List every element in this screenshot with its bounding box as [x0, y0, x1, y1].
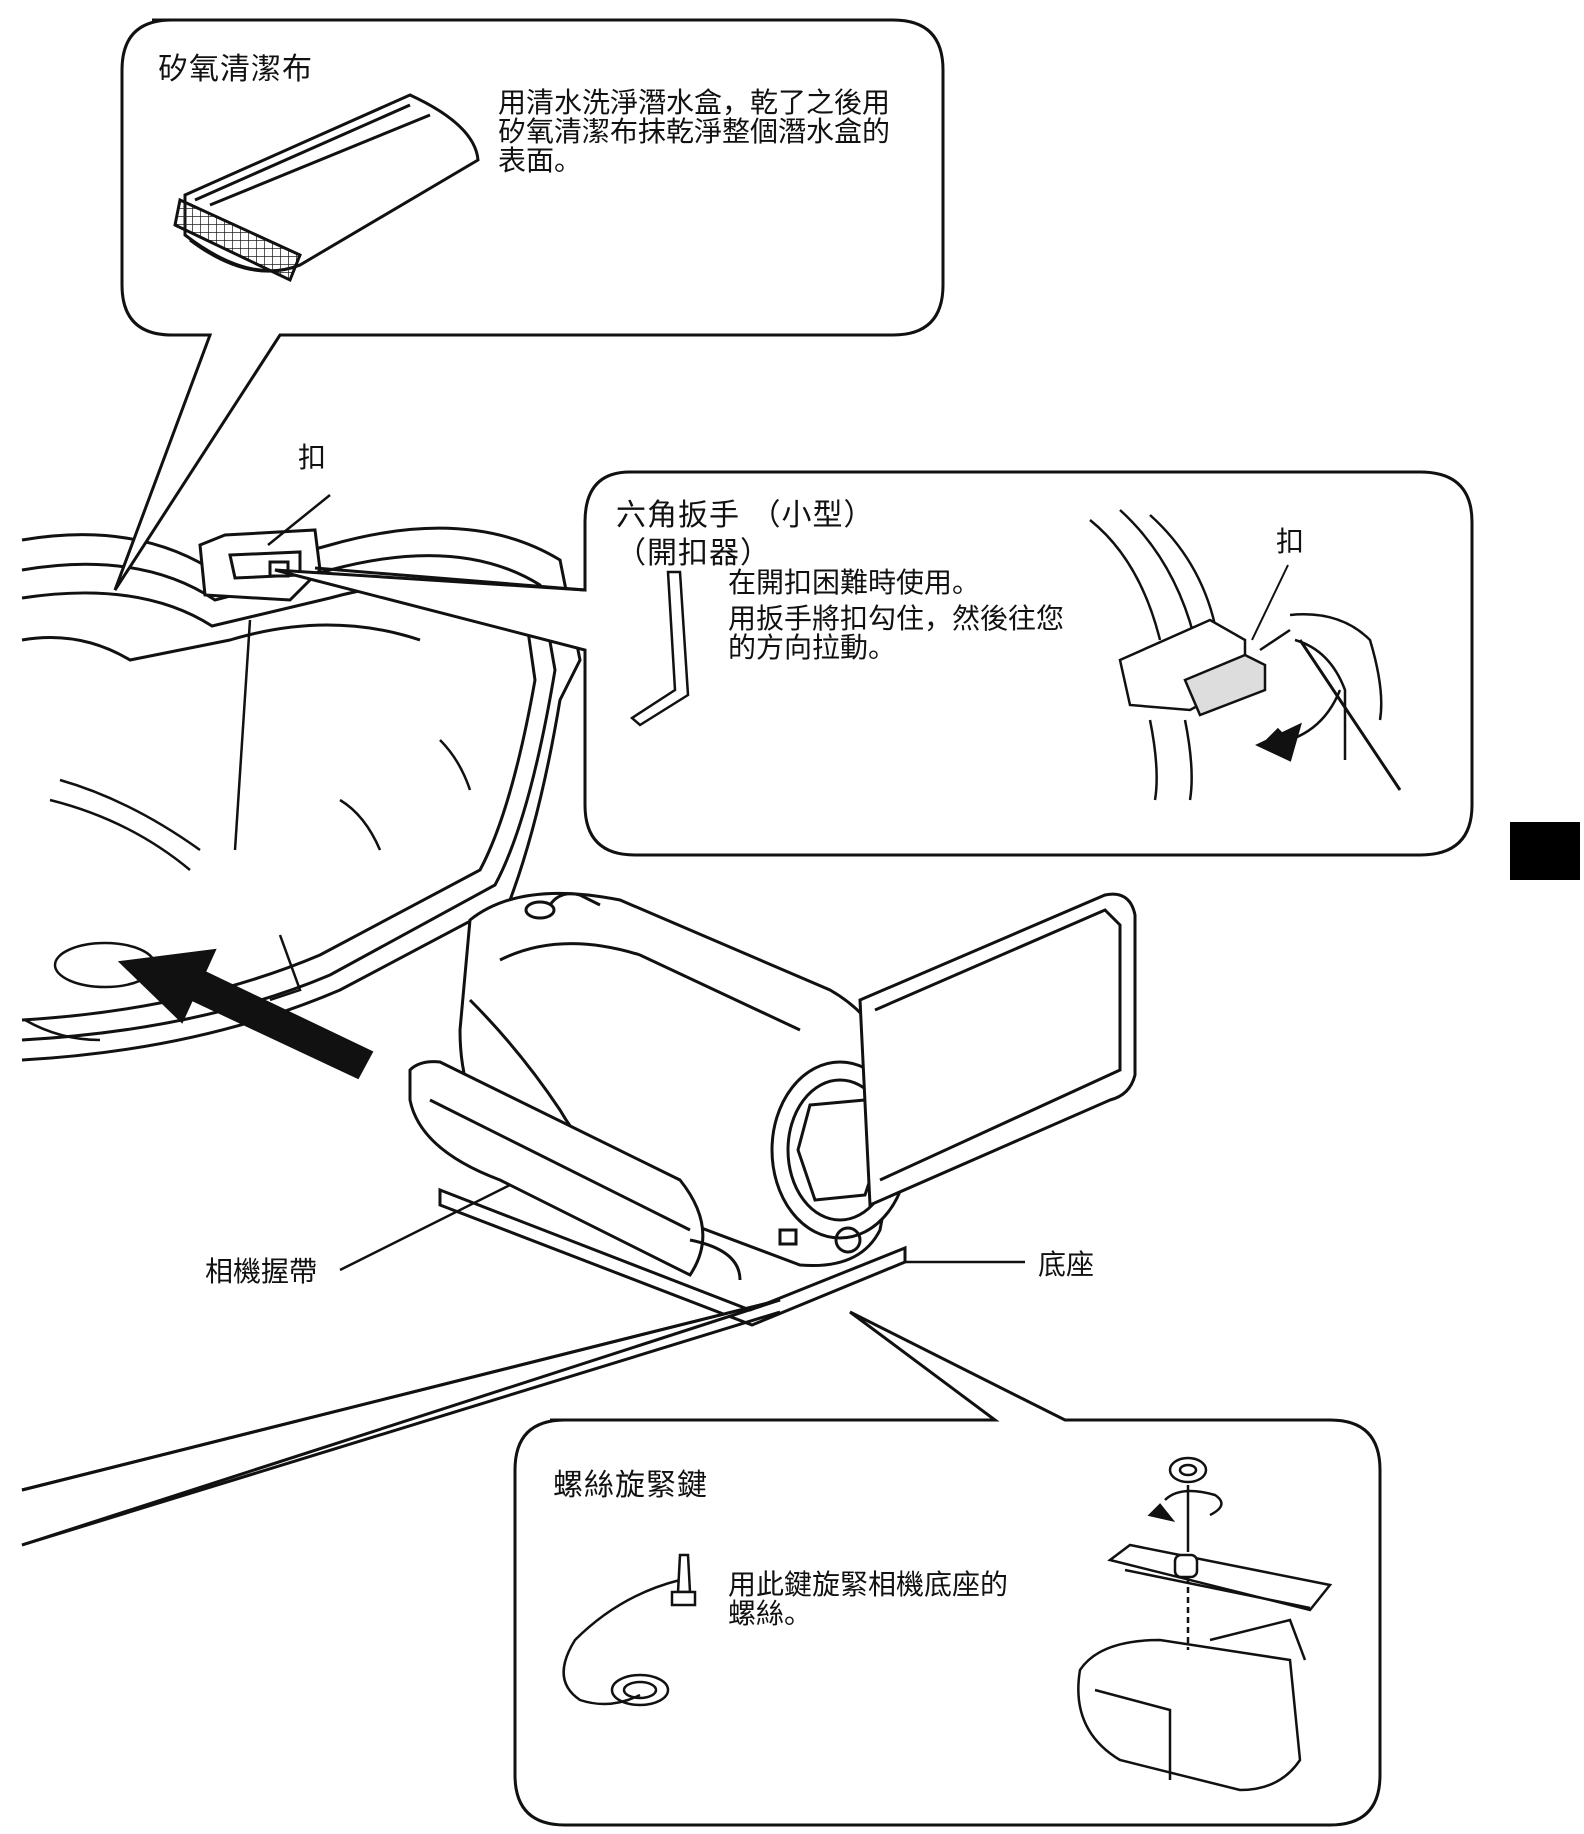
hex-wrench-icon: [629, 570, 690, 727]
hex-wrench-text1: 在開扣困難時使用。: [728, 566, 981, 599]
hex-wrench-text2: 用扳手將扣勾住，然後往您的方向拉動。: [728, 602, 1065, 664]
callout-screw-key: [21, 1298, 1382, 1827]
base-label: 底座: [1038, 1248, 1095, 1281]
screw-key-description: 用此鍵旋緊相機底座的螺絲。: [728, 1568, 1009, 1630]
camera-strap-label: 相機握帶: [205, 1255, 318, 1288]
callout-cloth: [113, 18, 945, 591]
latch-label-closeup: 扣: [1276, 525, 1305, 558]
latch-closeup-illustration: [1089, 509, 1402, 801]
screw-key-icon: [562, 1553, 697, 1707]
base-screw-illustration: [1077, 1456, 1333, 1792]
page-tab-marker: [1510, 822, 1580, 880]
screw-key-title: 螺絲旋緊鍵: [553, 1468, 708, 1503]
latch-label-top: 扣: [298, 441, 327, 474]
hex-wrench-title-line1: 六角扳手 （小型）: [616, 498, 875, 533]
camcorder-illustration: [408, 891, 1137, 1327]
underwater-housing: [21, 526, 582, 1062]
cloth-description: 用清水洗淨潛水盒，乾了之後用矽氧清潔布抹乾淨整個潛水盒的表面。: [498, 86, 891, 177]
leader-lines: [267, 494, 1025, 1272]
cloth-title: 矽氧清潔布: [158, 52, 313, 87]
silicone-cloth-icon: [173, 93, 480, 283]
hex-wrench-title-line2: （開扣器）: [616, 536, 771, 571]
insert-arrow-icon: [117, 948, 374, 1080]
callout-hex-wrench: [274, 470, 1474, 857]
